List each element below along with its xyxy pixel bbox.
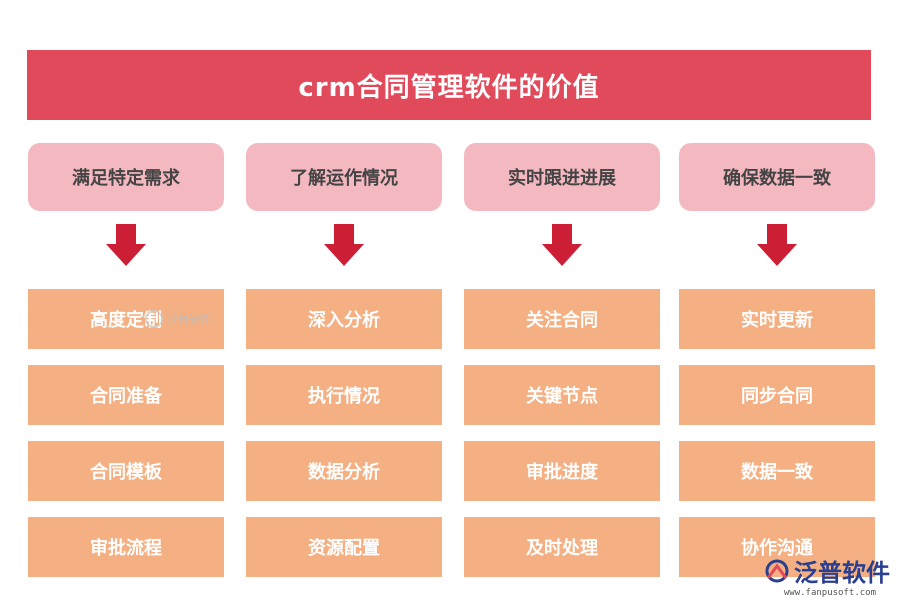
list-item-label: 同步合同: [741, 386, 813, 407]
column-header: 满足特定需求: [28, 143, 224, 211]
list-item-label: 数据一致: [741, 462, 813, 483]
list-item-label: 合同准备: [90, 386, 162, 407]
list-item-label: 高度定制: [90, 310, 162, 331]
watermark: 泛普软件: [145, 310, 211, 328]
list-item-label: 执行情况: [308, 386, 380, 407]
list-item: 数据一致: [679, 441, 875, 501]
list-item: 审批流程: [28, 517, 224, 577]
down-arrow-icon: [246, 224, 442, 274]
brand-logo: 泛普软件 www.fanpusoft.com: [764, 553, 890, 598]
column-4: 确保数据一致 实时更新 同步合同 数据一致 协作沟通: [679, 143, 875, 577]
list-item-label: 审批进度: [526, 462, 598, 483]
column-header-label: 了解运作情况: [290, 168, 398, 189]
list-item-label: 关键节点: [526, 386, 598, 407]
column-header-label: 满足特定需求: [72, 168, 180, 189]
list-item-label: 深入分析: [308, 310, 380, 331]
list-item: 合同模板: [28, 441, 224, 501]
list-item: 同步合同: [679, 365, 875, 425]
column-header-label: 实时跟进进展: [508, 168, 616, 189]
watermark-text: 泛普软件: [167, 313, 211, 326]
column-header: 实时跟进进展: [464, 143, 660, 211]
list-item: 及时处理: [464, 517, 660, 577]
list-item: 数据分析: [246, 441, 442, 501]
list-item-label: 审批流程: [90, 538, 162, 559]
down-arrow-icon: [28, 224, 224, 274]
list-item: 执行情况: [246, 365, 442, 425]
brand-url: www.fanpusoft.com: [783, 588, 876, 598]
watermark-logo-icon: [145, 310, 163, 328]
down-arrow-icon: [679, 224, 875, 274]
column-header: 了解运作情况: [246, 143, 442, 211]
brand-name: 泛普软件: [794, 559, 890, 587]
list-item-label: 合同模板: [90, 462, 162, 483]
list-item-label: 关注合同: [526, 310, 598, 331]
list-item: 实时更新: [679, 289, 875, 349]
down-arrow-icon: [464, 224, 660, 274]
list-item-label: 实时更新: [741, 310, 813, 331]
list-item: 关注合同: [464, 289, 660, 349]
list-item-label: 资源配置: [308, 538, 380, 559]
list-item: 高度定制: [28, 289, 224, 349]
list-item: 合同准备: [28, 365, 224, 425]
column-header: 确保数据一致: [679, 143, 875, 211]
list-item-label: 数据分析: [308, 462, 380, 483]
column-2: 了解运作情况 深入分析 执行情况 数据分析 资源配置: [246, 143, 442, 577]
page-title: crm合同管理软件的价值: [298, 72, 600, 103]
list-item-label: 协作沟通: [741, 538, 813, 559]
column-header-label: 确保数据一致: [723, 168, 831, 189]
title-banner: crm合同管理软件的价值: [27, 50, 871, 120]
list-item: 深入分析: [246, 289, 442, 349]
list-item: 资源配置: [246, 517, 442, 577]
list-item-label: 及时处理: [526, 538, 598, 559]
list-item: 审批进度: [464, 441, 660, 501]
list-item: 关键节点: [464, 365, 660, 425]
column-3: 实时跟进进展 关注合同 关键节点 审批进度 及时处理: [464, 143, 660, 577]
brand-logo-icon: [765, 559, 789, 582]
column-1: 满足特定需求 高度定制 合同准备 合同模板 审批流程: [28, 143, 224, 577]
